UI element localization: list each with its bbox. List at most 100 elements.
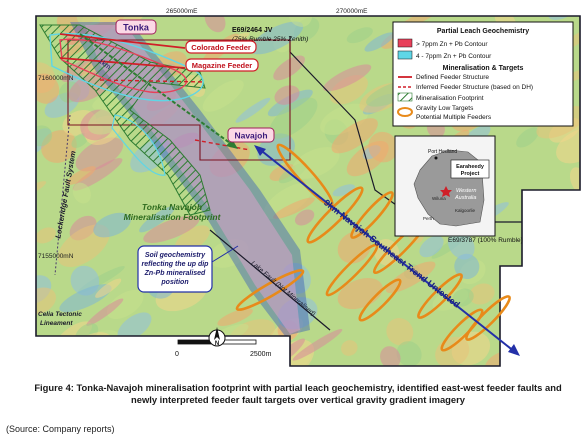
legend-subtitle: Mineralisation & Targets xyxy=(443,65,524,72)
gravity-texture-blob xyxy=(546,288,580,323)
inset-project-2: Project xyxy=(461,171,480,177)
gravity-texture-blob xyxy=(332,184,356,197)
legend-item-gravity: Gravity Low Targets xyxy=(416,105,474,112)
soil-callout-box xyxy=(137,245,213,293)
gravity-texture-blob xyxy=(274,85,300,105)
inset-city-perth: Perth xyxy=(423,216,434,221)
footprint-label-2: Mineralisation Footprint xyxy=(124,212,222,222)
gravity-texture-blob xyxy=(75,137,124,172)
legend-swatch-low xyxy=(397,50,413,60)
gravity-texture-blob xyxy=(556,128,580,164)
gravity-texture-blob xyxy=(386,318,414,346)
gravity-texture-blob xyxy=(554,225,580,246)
lake-fault-line xyxy=(209,229,331,331)
gravity-texture-blob xyxy=(36,287,57,315)
legend-item-high: > 7ppm Zn + Pb Contour xyxy=(416,41,488,48)
gravity-texture-blob xyxy=(263,182,312,220)
gravity-texture-blob xyxy=(337,231,371,264)
gravity-texture-blob xyxy=(291,147,340,179)
legend-item-multiple: Potential Multiple Feeders xyxy=(416,114,492,121)
coord-7160000: 7160000mN xyxy=(38,75,74,82)
project-star-icon xyxy=(440,186,452,197)
gravity-texture-blob xyxy=(346,27,373,44)
figure-caption: Figure 4: Tonka-Navajoh mineralisation f… xyxy=(34,382,562,405)
gravity-texture-blob xyxy=(72,158,123,191)
gravity-texture-blob xyxy=(249,21,304,55)
legend-item-low: 4 - 7ppm Zn + Pb Contour xyxy=(416,53,492,60)
gravity-texture-blob xyxy=(235,97,271,123)
navajoh-feeder-line xyxy=(194,139,251,151)
gravity-texture-blob xyxy=(510,345,543,366)
gravity-texture-blob xyxy=(368,131,398,163)
project-label-box xyxy=(450,159,490,179)
tonka-label: Tonka xyxy=(123,23,150,33)
coord-270000: 270000mE xyxy=(336,8,368,15)
inset-port-hedland: Port Hedland xyxy=(428,149,457,155)
inset-region-1: Western xyxy=(456,188,476,194)
gravity-texture-blob xyxy=(341,340,358,356)
feeder-line-3 xyxy=(99,79,206,83)
magazine-feeder-line xyxy=(59,57,186,69)
gravity-texture-blob xyxy=(36,125,53,147)
footprint-label-1: Tonka Navajoh xyxy=(142,202,202,212)
soil-callout-pointer xyxy=(211,245,239,263)
port-hedland-marker xyxy=(434,156,438,160)
gravity-texture-blob xyxy=(469,283,495,305)
celia-label-2: Lineament xyxy=(40,320,73,327)
gravity-texture-blob xyxy=(36,73,60,104)
coord-265000: 265000mE xyxy=(166,8,198,15)
gravity-texture-blob xyxy=(36,181,47,200)
gravity-texture-blob xyxy=(117,312,152,341)
celia-label-1: Celia Tectonic xyxy=(38,311,82,318)
footprint-arrow xyxy=(79,33,235,147)
trend-arrow xyxy=(257,147,516,353)
legend-item-defined: Defined Feeder Structure xyxy=(416,74,489,81)
tenement-e69-2464-note: (75% Rumble 25% Zenith) xyxy=(232,36,308,43)
colorado-feeder-line xyxy=(59,33,186,49)
gravity-texture-blob xyxy=(364,32,395,52)
gravity-texture-blob xyxy=(560,332,580,349)
inset-map: Port Hedland Earaheedy Project Western A… xyxy=(394,135,496,237)
gravity-texture-blob xyxy=(419,235,444,258)
tenement-e69-3787: E69/3787 (100% Rumble) xyxy=(448,237,523,244)
colorado-feeder-label: Colorado Feeder xyxy=(191,43,251,52)
gravity-texture-blob xyxy=(86,298,124,326)
footprint-arrowhead xyxy=(226,139,238,149)
soil-label-4: position xyxy=(160,279,188,286)
gravity-texture-blob xyxy=(273,55,305,81)
gravity-texture-blob xyxy=(287,16,313,27)
gravity-texture-blob xyxy=(71,133,89,148)
gravity-texture-blob xyxy=(95,278,122,298)
lockeridge-fault-line xyxy=(54,114,71,276)
gravity-texture-blob xyxy=(454,253,480,279)
gravity-texture-blob xyxy=(534,351,556,366)
gravity-texture-blob xyxy=(106,289,144,320)
inset-city-kalgoorlie: Kalgoorlie xyxy=(455,208,476,213)
north-arrow-icon: N xyxy=(208,327,226,347)
trend-arrowhead-end xyxy=(508,344,520,356)
gravity-texture-blob xyxy=(396,341,422,366)
gravity-texture-blob xyxy=(527,195,552,219)
gravity-texture-blob xyxy=(76,16,101,29)
tonka-box xyxy=(115,19,157,35)
legend-swatch-footprint xyxy=(397,92,413,102)
gravity-texture-blob xyxy=(323,64,372,92)
gravity-texture-blob xyxy=(447,230,475,260)
gravity-texture-blob xyxy=(36,227,56,244)
gravity-texture-blob xyxy=(380,346,401,366)
colorado-box xyxy=(185,40,257,54)
legend-item-footprint: Mineralisation Footprint xyxy=(416,95,484,102)
legend-swatch-high xyxy=(397,38,413,48)
soil-label-3: Zn-Pb mineralised xyxy=(144,270,206,277)
tenement-e69-2464: E69/2464 JV xyxy=(232,27,273,34)
scale-start: 0 xyxy=(175,351,179,358)
gravity-texture-blob xyxy=(72,182,91,204)
gravity-texture-blob xyxy=(204,16,226,33)
scale-end: 2500m xyxy=(250,351,272,358)
map-legend: Partial Leach Geochemistry > 7ppm Zn + P… xyxy=(392,21,574,127)
inset-project-1: Earaheedy xyxy=(456,164,485,170)
leach-contour-low-2 xyxy=(111,114,166,176)
source-note: (Source: Company reports) xyxy=(6,424,115,434)
trend-arrowhead-start xyxy=(254,145,266,156)
